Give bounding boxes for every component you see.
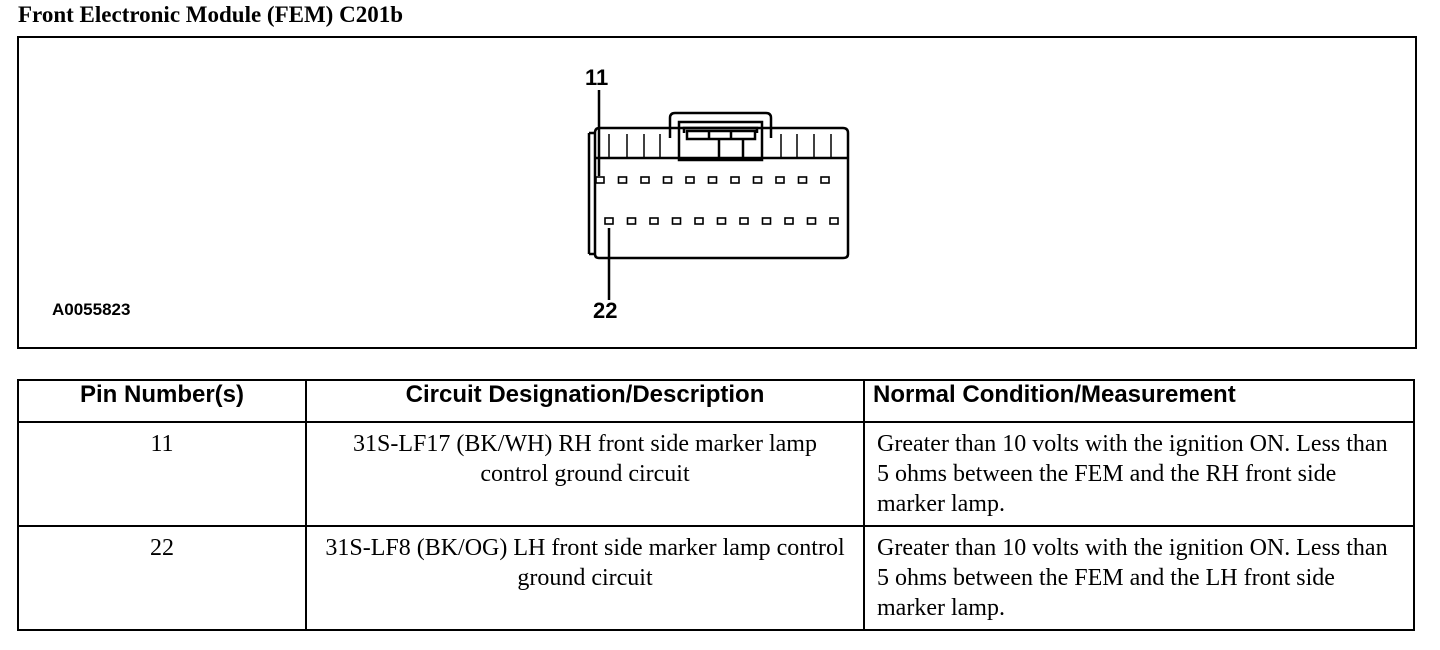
connector-diagram [587,90,850,300]
pin-cavity [761,217,772,225]
pin-cavity [829,217,839,225]
pin-cavity [707,176,718,184]
pin-cavity [775,176,785,184]
pin-cavity [685,176,695,184]
connector-figure: 11 22 A0055823 [17,36,1417,349]
connector-latch [668,111,773,138]
pin-cavity [617,176,628,184]
cell-circuit: 31S-LF8 (BK/OG) LH front side marker lam… [305,525,865,631]
pin-11-label: 11 [585,65,609,90]
pin-cavity [640,176,650,184]
cell-pin: 11 [17,421,307,527]
pin-22-label: 22 [593,298,618,323]
pin-cavity [649,217,659,225]
cell-condition: Greater than 10 volts with the ignition … [863,525,1415,631]
table-header-row: Pin Number(s) Circuit Designation/Descri… [17,379,1415,423]
pin-cavity [694,217,704,225]
header-condition: Normal Condition/Measurement [863,379,1415,423]
pin-cavity [716,217,727,225]
pin-cavity [595,176,605,184]
header-pin-number: Pin Number(s) [17,379,307,423]
page-title: Front Electronic Module (FEM) C201b [18,2,403,27]
pin-cavity [671,217,682,225]
table-row: 11 31S-LF17 (BK/WH) RH front side marker… [17,421,1415,527]
pin-cavity [604,217,614,225]
header-circuit: Circuit Designation/Description [305,379,865,423]
pin-cavity [752,176,763,184]
pin-cavity [784,217,794,225]
figure-id: A0055823 [52,300,131,319]
pin-row-bottom [604,217,839,225]
pin-cavity [730,176,740,184]
pin-cavity [739,217,749,225]
pin-row-top [595,176,830,184]
pin-table: Pin Number(s) Circuit Designation/Descri… [17,379,1415,631]
pin-cavity [806,217,817,225]
cell-condition: Greater than 10 volts with the ignition … [863,421,1415,527]
pin-cavity [626,217,637,225]
connector-body [593,126,850,260]
table-row: 22 31S-LF8 (BK/OG) LH front side marker … [17,525,1415,631]
connector-latch-inner [677,120,764,162]
cell-pin: 22 [17,525,307,631]
pin-cavity [662,176,673,184]
pin-cavity [820,176,830,184]
cell-circuit: 31S-LF17 (BK/WH) RH front side marker la… [305,421,865,527]
pin-cavity [797,176,808,184]
